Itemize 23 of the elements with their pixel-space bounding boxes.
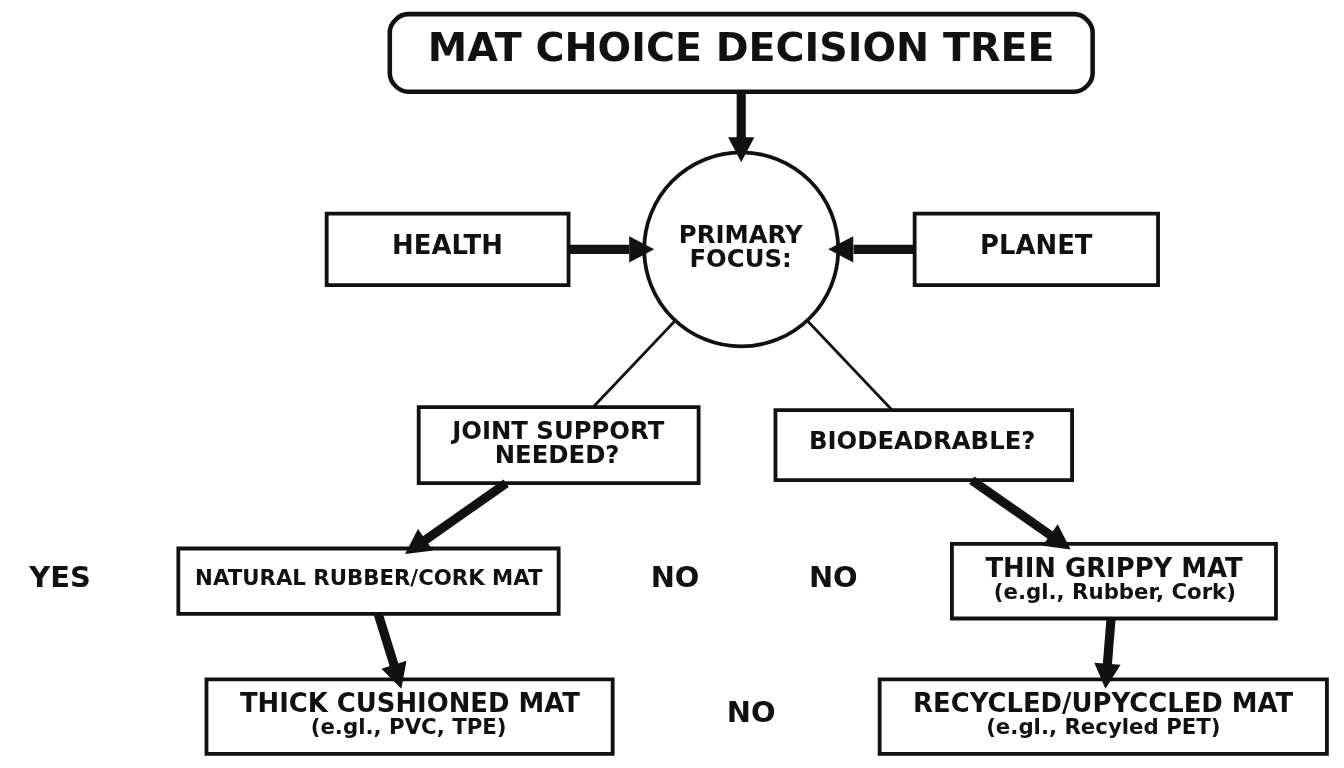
- arrow: [405, 479, 509, 555]
- node-box: RECYCLED/UPYCCLED MAT (e.gl., Recyled PET): [877, 677, 1329, 756]
- node-box: PLANET: [912, 211, 1160, 287]
- arrow: [373, 612, 407, 689]
- connector: [592, 319, 677, 408]
- node-circle: PRIMARY FOCUS:: [642, 150, 841, 349]
- connector: [806, 319, 893, 411]
- label: NO: [650, 559, 700, 594]
- arrow: [1094, 618, 1121, 689]
- arrow: [828, 236, 915, 263]
- node-box: THIN GRIPPY MAT (e.gl., Rubber, Cork): [950, 542, 1278, 621]
- node-box: THICK CUSHIONED MAT (e.gl., PVC, TPE): [204, 677, 615, 756]
- arrow: [728, 91, 755, 163]
- label: YES: [29, 559, 91, 594]
- node-box: BIODEADRABLE?: [773, 408, 1074, 482]
- label: NO: [726, 695, 776, 730]
- node-box: MAT CHOICE DECISION TREE: [387, 11, 1095, 94]
- arrow: [568, 236, 655, 263]
- node-box: JOINT SUPPORT NEEDED?: [416, 405, 701, 485]
- label: NO: [808, 559, 858, 594]
- node-box: HEALTH: [324, 211, 571, 287]
- node-box: NATURAL RUBBER/CORK MAT: [176, 546, 561, 616]
- arrow: [969, 476, 1071, 550]
